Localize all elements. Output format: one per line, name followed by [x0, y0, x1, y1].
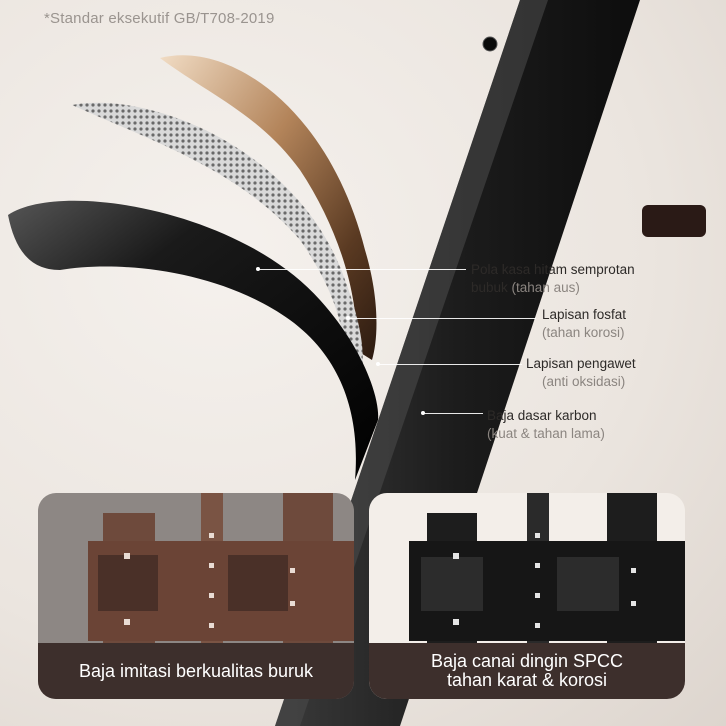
callout-carbon-title: Baja dasar karbon [487, 408, 597, 423]
leader-dot-powder [256, 267, 260, 271]
caption-poor-steel: Baja imitasi berkualitas buruk [38, 643, 354, 699]
caption-spcc-line1: Baja canai dingin SPCC [430, 651, 624, 671]
callout-preservative: Lapisan pengawet (anti oksidasi) [526, 355, 636, 391]
callout-preservative-sub: (anti oksidasi) [542, 374, 626, 389]
callout-phosphate-title: Lapisan fosfat [542, 307, 627, 322]
caption-spcc-steel: Baja canai dingin SPCC tahan karat & kor… [369, 643, 685, 699]
callout-preservative-title: Lapisan pengawet [526, 356, 636, 371]
callout-phosphate-sub: (tahan korosi) [542, 325, 625, 340]
callout-powder-coat: Pola kasa hitam semprotan bubuk (tahan a… [471, 261, 635, 297]
leader-line-phosphate [348, 318, 536, 319]
callout-carbon-sub: (kuat & tahan lama) [487, 426, 605, 441]
caption-spcc-line2: tahan karat & korosi [446, 670, 608, 690]
leader-dot-carbon [421, 411, 425, 415]
callout-powder-title-2: bubuk [471, 280, 512, 295]
leader-dot-preservative [376, 362, 380, 366]
callout-phosphate: Lapisan fosfat (tahan korosi) [542, 306, 626, 342]
leader-line-powder [258, 269, 466, 270]
callout-powder-title: Pola kasa hitam semprotan [471, 262, 635, 277]
panel-poor-steel: Baja imitasi berkualitas buruk [38, 493, 354, 699]
color-swatch [642, 205, 706, 237]
caption-poor-steel-text: Baja imitasi berkualitas buruk [78, 660, 314, 681]
standard-note: *Standar eksekutif GB/T708-2019 [44, 10, 275, 27]
panel-spcc-steel: Baja canai dingin SPCC tahan karat & kor… [369, 493, 685, 699]
callout-powder-sub: (tahan aus) [511, 280, 580, 295]
leader-line-preservative [378, 364, 522, 365]
callout-carbon: Baja dasar karbon (kuat & tahan lama) [487, 407, 605, 443]
leader-dot-phosphate [346, 316, 350, 320]
leader-line-carbon [423, 413, 483, 414]
